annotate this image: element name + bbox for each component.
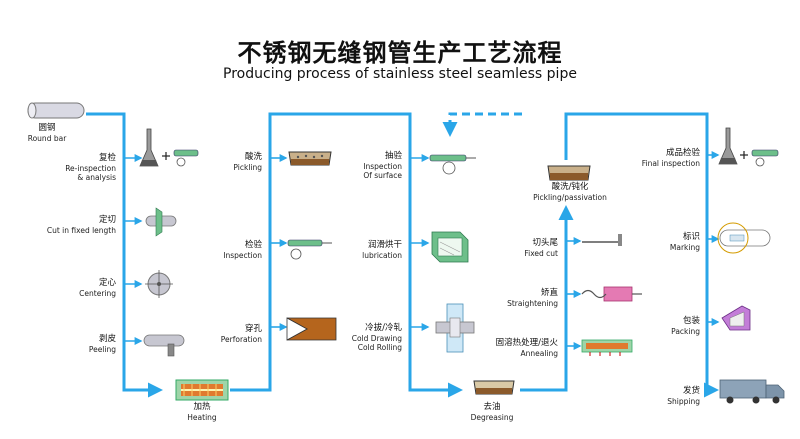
furnace-icon	[175, 379, 229, 401]
marking-icon	[717, 222, 771, 254]
truck-icon	[719, 379, 785, 404]
cutting-icon	[145, 207, 177, 237]
lubrication-icon	[431, 231, 469, 263]
title-chinese: 不锈钢无缝钢管生产工艺流程	[237, 39, 563, 67]
straightening-icon	[581, 286, 642, 302]
final-check-icon	[718, 127, 779, 167]
packing-icon	[721, 305, 751, 331]
piercing-icon	[286, 317, 337, 341]
title-english: Producing process of stainless steel sea…	[223, 66, 577, 82]
surface-gauge-icon	[429, 154, 476, 175]
inspection-gauge-icon	[287, 239, 332, 260]
flow-path	[86, 112, 719, 398]
lab-analysis-icon	[139, 128, 199, 167]
annealing-furnace-icon	[581, 339, 633, 356]
round-bar-icon	[27, 102, 85, 119]
degreasing-tank-icon	[473, 380, 515, 395]
peeling-icon	[143, 334, 185, 357]
branch-arrows	[124, 151, 720, 350]
pipe-cut-icon	[582, 234, 622, 246]
centering-icon	[145, 270, 173, 298]
passivation-tank-icon	[547, 165, 591, 181]
acid-tank-icon	[288, 151, 332, 166]
cold-drawing-icon	[435, 303, 475, 353]
